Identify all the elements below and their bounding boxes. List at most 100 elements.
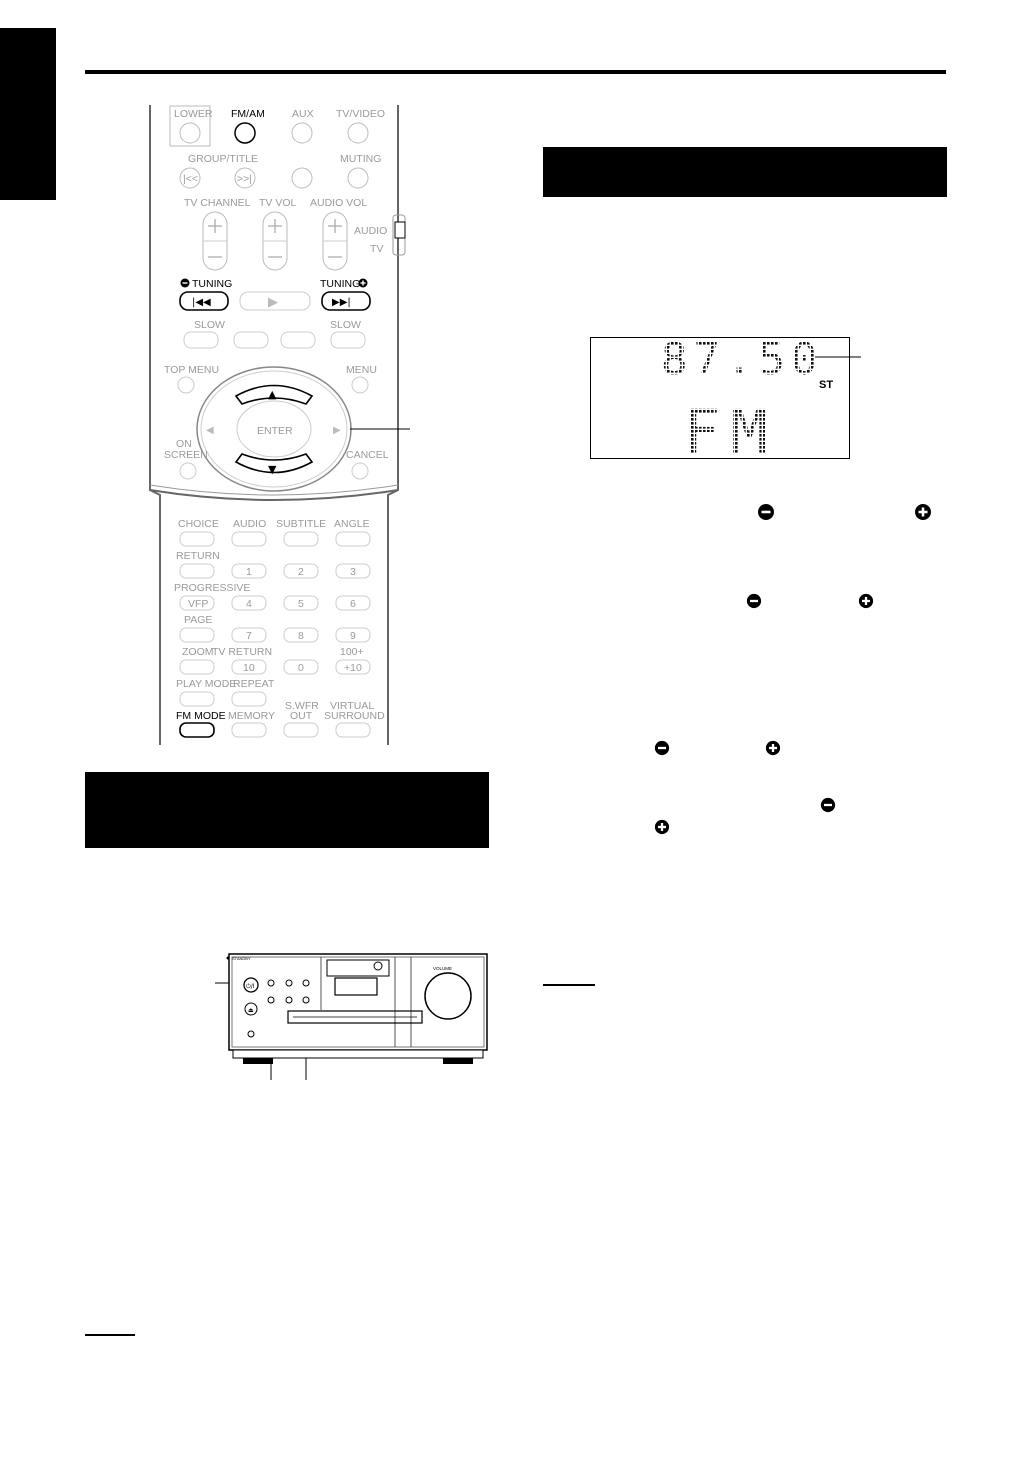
unit-eject-button[interactable] [244, 1002, 258, 1016]
remote-callout-line [350, 428, 410, 430]
button-tv-video[interactable] [347, 122, 369, 144]
key-3[interactable] [335, 563, 371, 579]
button-return[interactable] [179, 563, 215, 579]
label-muting: MUTING [340, 153, 381, 165]
label-menu: MENU [346, 364, 377, 376]
button-tuning-minus[interactable] [179, 291, 229, 311]
label-swfr-1: S.WFR [285, 700, 319, 712]
label-group-title: GROUP/TITLE [188, 153, 258, 165]
button-angle[interactable] [335, 531, 371, 547]
label-choice: CHOICE [178, 518, 219, 530]
stereo-indicator: ST [819, 379, 833, 391]
remote-control-illustration: LOWER FM/AM AUX TV/VIDEO GROUP/TITLE |<<… [149, 105, 406, 745]
key-5[interactable] [283, 595, 319, 611]
label-on: ON [176, 438, 192, 450]
button-group-next[interactable] [234, 167, 256, 189]
svg-text:▲: ▲ [268, 388, 277, 401]
key-1-label: 1 [246, 566, 252, 578]
key-2[interactable] [283, 563, 319, 579]
svg-text:⏻/I: ⏻/I [246, 983, 255, 990]
button-choice[interactable] [179, 531, 215, 547]
label-tuning-minus: TUNING [192, 278, 232, 290]
label-fm-mode: FM MODE [176, 710, 226, 722]
unit-button-3[interactable] [302, 979, 310, 987]
button-aux[interactable] [291, 122, 313, 144]
button-tuning-plus[interactable] [321, 291, 371, 311]
svg-text:▶: ▶ [333, 425, 341, 436]
unit-volume-knob[interactable] [424, 972, 472, 1020]
key-6[interactable] [335, 595, 371, 611]
button-slow-plus[interactable] [330, 331, 366, 349]
plus-circle-icon [654, 819, 670, 835]
button-group-prev[interactable] [179, 167, 201, 189]
button-cancel[interactable] [351, 462, 369, 480]
key-0[interactable] [283, 659, 319, 675]
button-pause[interactable] [280, 331, 316, 349]
label-play-mode: PLAY MODE [176, 678, 236, 690]
label-audio: AUDIO [233, 518, 266, 530]
unit-button-1[interactable] [267, 979, 275, 987]
button-slow-minus[interactable] [183, 331, 219, 349]
key-1[interactable] [231, 563, 267, 579]
button-play[interactable] [239, 291, 311, 311]
key-7[interactable] [231, 627, 267, 643]
minus-circle-icon [746, 593, 762, 609]
svg-text:⏏: ⏏ [248, 1007, 254, 1014]
button-return-arrow[interactable] [291, 167, 313, 189]
language-tab [0, 28, 56, 200]
button-on-screen[interactable] [179, 462, 197, 480]
button-page[interactable] [179, 627, 215, 643]
button-memory[interactable] [231, 722, 267, 738]
minus-circle-icon [654, 740, 670, 756]
unit-button-5[interactable] [285, 996, 293, 1004]
svg-text:▶: ▶ [268, 295, 278, 310]
label-tv-video: TV/VIDEO [336, 108, 385, 120]
unit-button-4[interactable] [267, 996, 275, 1004]
section-heading-band-left [85, 772, 489, 848]
button-repeat[interactable] [231, 691, 267, 707]
unit-volume-label: VOLUME [433, 966, 452, 971]
header-rule [85, 70, 946, 74]
label-return: RETURN [176, 550, 220, 562]
unit-button-6[interactable] [302, 996, 310, 1004]
unit-disc-slot [287, 1010, 423, 1024]
key-10[interactable] [231, 659, 267, 675]
button-audio[interactable] [231, 531, 267, 547]
label-screen: SCREEN [164, 449, 208, 461]
key-4[interactable] [231, 595, 267, 611]
button-virtual-surround[interactable] [335, 722, 371, 738]
key-plus10[interactable] [335, 659, 371, 675]
label-tv-vol: TV VOL [259, 197, 297, 209]
button-swfr-out[interactable] [283, 722, 319, 738]
minus-circle-icon [758, 504, 774, 520]
button-fm-mode[interactable] [179, 722, 215, 738]
button-zoom[interactable] [179, 659, 215, 675]
svg-text:▶▶|: ▶▶| [332, 297, 351, 308]
svg-text:|<<: |<< [183, 173, 198, 185]
band-readout: FM [683, 396, 778, 458]
button-lower[interactable] [179, 122, 201, 144]
button-play-mode[interactable] [179, 691, 215, 707]
key-9[interactable] [335, 627, 371, 643]
label-virtual-1: VIRTUAL [330, 700, 374, 712]
button-subtitle[interactable] [283, 531, 319, 547]
button-up[interactable] [234, 384, 314, 405]
button-top-menu[interactable] [177, 376, 195, 394]
key-4-label: 4 [246, 598, 252, 610]
button-stop[interactable] [233, 331, 269, 349]
key-8[interactable] [283, 627, 319, 643]
plus-circle-icon [765, 740, 781, 756]
button-vfp[interactable] [179, 595, 215, 611]
button-muting[interactable] [347, 167, 369, 189]
unit-standby-button[interactable] [243, 977, 259, 993]
unit-button-2[interactable] [285, 979, 293, 987]
button-fm-am[interactable] [234, 122, 256, 144]
label-audio-vol: AUDIO VOL [310, 197, 367, 209]
label-subtitle: SUBTITLE [276, 518, 326, 530]
label-fm-am: FM/AM [231, 108, 265, 120]
button-menu[interactable] [351, 376, 369, 394]
label-vfp: VFP [188, 598, 208, 610]
button-enter[interactable] [236, 400, 312, 458]
button-down[interactable] [234, 453, 314, 474]
label-lower: LOWER [174, 108, 213, 120]
